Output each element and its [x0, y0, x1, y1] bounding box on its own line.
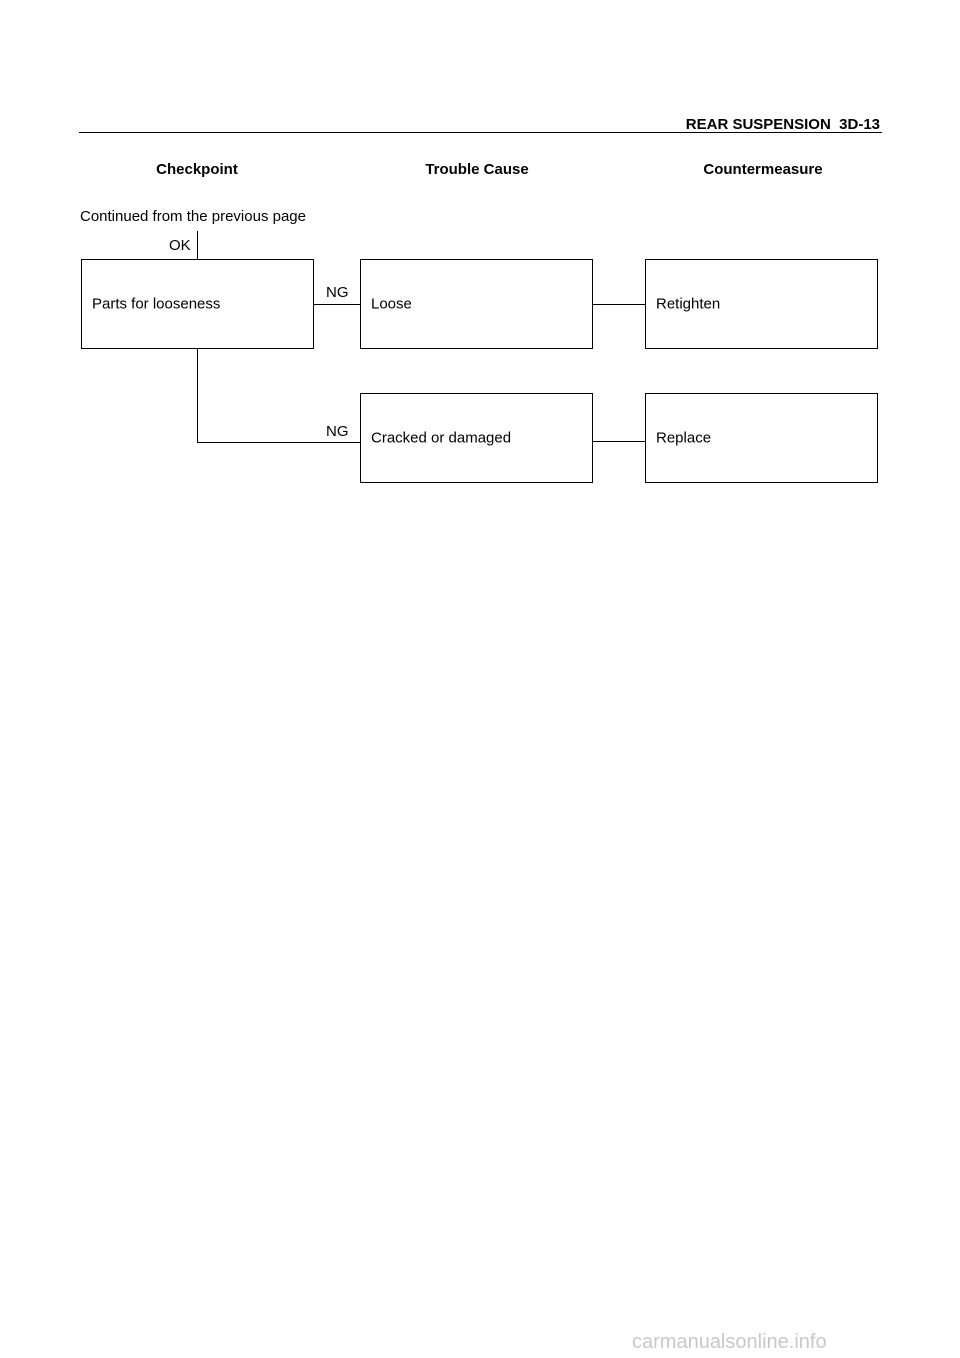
cause-box-cracked: Cracked or damaged [360, 393, 593, 483]
column-heading-countermeasure: Countermeasure [703, 161, 823, 178]
cause-to-action-connector [592, 304, 646, 305]
checkpoint-label: Parts for looseness [92, 295, 221, 313]
branch-2-horizontal-connector [197, 442, 360, 443]
branch-1-condition: NG [326, 284, 349, 301]
cause-to-action-connector [592, 441, 646, 442]
incoming-connector [197, 231, 198, 260]
watermark: carmanualsonline.info [632, 1331, 827, 1353]
action-label: Replace [656, 429, 712, 447]
section-title: REAR SUSPENSION 3D-13 [685, 116, 880, 133]
branch-2-condition: NG [326, 423, 349, 440]
continued-note: Continued from the previous page [80, 208, 306, 225]
cause-box-loose: Loose [360, 259, 593, 349]
header-rule [79, 132, 882, 133]
cause-label: Loose [371, 295, 412, 313]
checkpoint-box: Parts for looseness [81, 259, 314, 349]
ok-label: OK [169, 237, 191, 254]
column-heading-trouble-cause: Trouble Cause [425, 161, 529, 178]
action-label: Retighten [656, 295, 721, 313]
cause-label: Cracked or damaged [371, 429, 512, 447]
action-box-retighten: Retighten [645, 259, 878, 349]
branch-1-connector [313, 304, 360, 305]
branch-2-vertical-connector [197, 348, 198, 442]
action-box-replace: Replace [645, 393, 878, 483]
column-heading-checkpoint: Checkpoint [156, 161, 238, 178]
